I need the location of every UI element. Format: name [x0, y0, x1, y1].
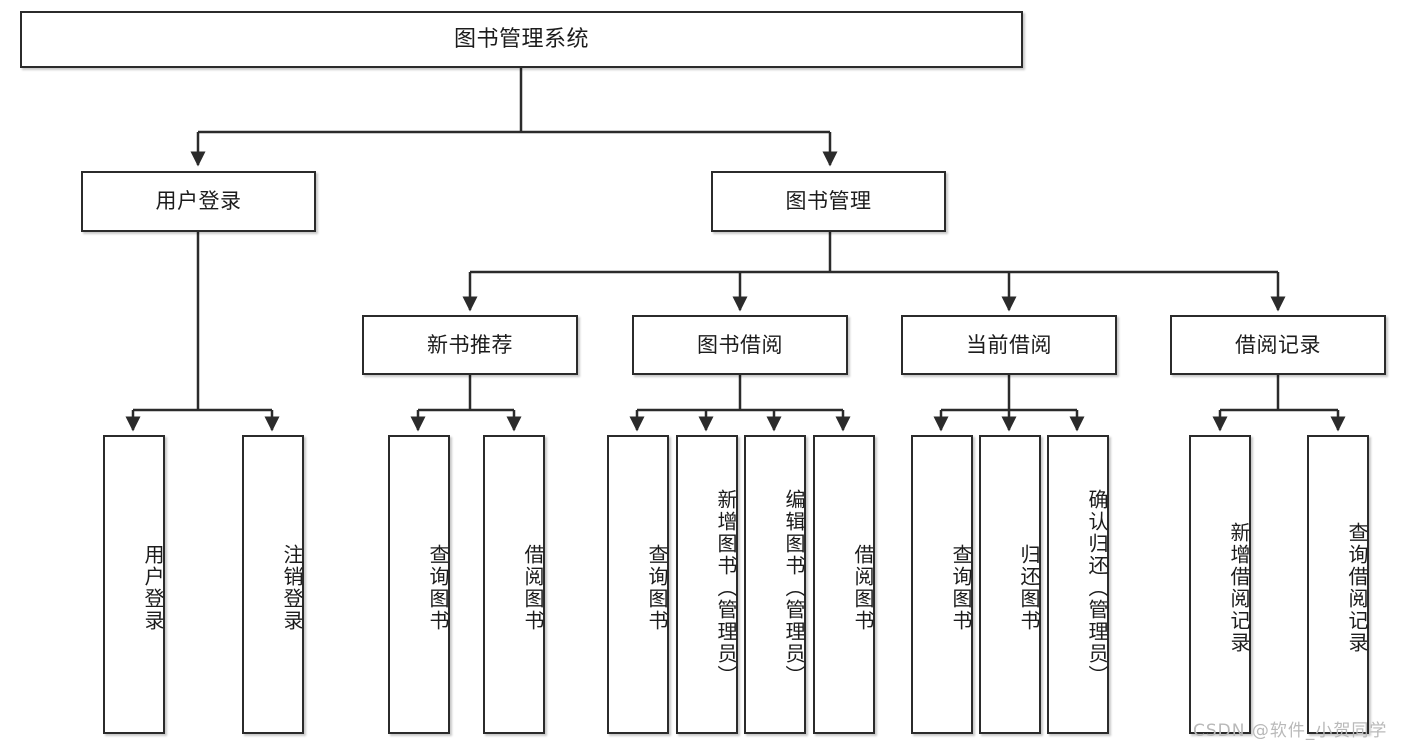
node-book-borrowing[interactable]: 图书借阅 — [632, 315, 848, 375]
node-leaf-bb-query-books[interactable]: 查询图书 — [607, 435, 669, 734]
node-user-login[interactable]: 用户登录 — [81, 171, 316, 232]
node-borrowing-records[interactable]: 借阅记录 — [1170, 315, 1386, 375]
node-leaf-br-query-record[interactable]: 查询借阅记录 — [1307, 435, 1369, 734]
node-leaf-bb-add-book-admin[interactable]: 新增图书（管理员） — [676, 435, 738, 734]
node-label: 当前借阅 — [966, 332, 1052, 357]
node-label: 确认归还（管理员） — [1085, 488, 1109, 687]
node-label: 图书管理系统 — [453, 26, 589, 52]
node-leaf-user-login[interactable]: 用户登录 — [103, 435, 165, 734]
node-label: 借阅记录 — [1235, 332, 1321, 357]
node-new-book-recommendation[interactable]: 新书推荐 — [362, 315, 578, 375]
node-leaf-bb-edit-book-admin[interactable]: 编辑图书（管理员） — [744, 435, 806, 734]
node-leaf-bb-borrow-books[interactable]: 借阅图书 — [813, 435, 875, 734]
node-leaf-cb-return-books[interactable]: 归还图书 — [979, 435, 1041, 734]
node-label: 查询图书 — [645, 543, 669, 632]
node-label: 查询图书 — [949, 543, 973, 632]
node-label: 用户登录 — [141, 543, 165, 632]
node-label: 查询借阅记录 — [1345, 521, 1369, 654]
node-leaf-cb-confirm-return-admin[interactable]: 确认归还（管理员） — [1047, 435, 1109, 734]
node-label: 图书借阅 — [697, 332, 783, 357]
node-label: 用户登录 — [155, 189, 242, 214]
node-leaf-cb-query-books[interactable]: 查询图书 — [911, 435, 973, 734]
node-label: 新书推荐 — [427, 332, 513, 357]
node-current-borrowing[interactable]: 当前借阅 — [901, 315, 1117, 375]
node-book-management[interactable]: 图书管理 — [711, 171, 946, 232]
node-leaf-nb-query-books[interactable]: 查询图书 — [388, 435, 450, 734]
node-label: 借阅图书 — [851, 543, 875, 632]
node-label: 新增借阅记录 — [1227, 521, 1251, 654]
node-label: 图书管理 — [785, 189, 872, 214]
node-root-book-management-system[interactable]: 图书管理系统 — [20, 11, 1023, 68]
node-label: 查询图书 — [426, 543, 450, 632]
node-label: 借阅图书 — [521, 543, 545, 632]
node-label: 编辑图书（管理员） — [782, 488, 806, 687]
node-leaf-nb-borrow-books[interactable]: 借阅图书 — [483, 435, 545, 734]
node-leaf-logout[interactable]: 注销登录 — [242, 435, 304, 734]
node-label: 注销登录 — [280, 543, 304, 632]
node-label: 新增图书（管理员） — [714, 488, 738, 687]
node-label: 归还图书 — [1017, 543, 1041, 632]
node-leaf-br-add-record[interactable]: 新增借阅记录 — [1189, 435, 1251, 734]
csdn-watermark: CSDN @软件_小贺同学 — [1193, 721, 1388, 741]
